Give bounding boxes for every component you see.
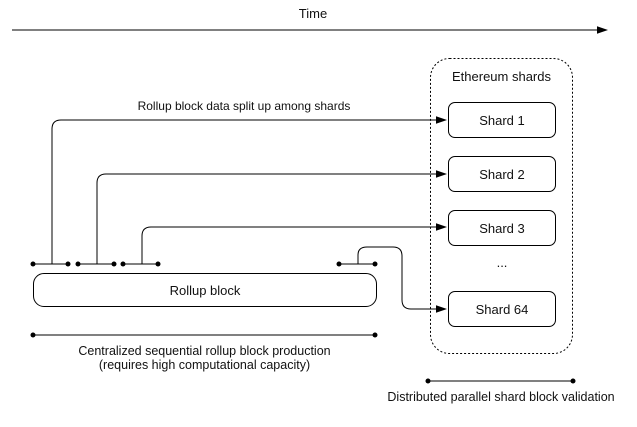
segment-dot xyxy=(155,261,161,267)
shard-1-label: Shard 1 xyxy=(479,112,525,128)
span-endpoint-dot xyxy=(30,332,36,338)
ethereum-shards-title: Ethereum shards xyxy=(452,69,551,84)
segment-dot xyxy=(120,261,126,267)
centralized-production-caption: Centralized sequential rollup block prod… xyxy=(33,344,376,372)
shards-ellipsis: ... xyxy=(496,255,508,270)
segment-dot xyxy=(336,261,342,267)
centralized-production-caption-line2: (requires high computational capacity) xyxy=(98,358,311,372)
shard-2-label: Shard 2 xyxy=(479,166,525,182)
segment-dot xyxy=(75,261,81,267)
connector-to-shard-64 xyxy=(357,246,436,310)
segment-dot xyxy=(30,261,36,267)
centralized-production-caption-line1: Centralized sequential rollup block prod… xyxy=(78,344,331,358)
annotation-split-among-shards: Rollup block data split up among shards xyxy=(137,99,351,113)
distributed-validation-caption: Distributed parallel shard block validat… xyxy=(387,390,615,404)
connector-to-shard-2 xyxy=(96,173,436,264)
shard-2-arrowhead-icon xyxy=(436,170,447,178)
shard-64-arrowhead-icon xyxy=(436,305,447,313)
connector-to-shard-3 xyxy=(141,226,436,264)
shard-2-box: Shard 2 xyxy=(448,156,556,192)
shard-3-box: Shard 3 xyxy=(448,210,556,246)
shard-1-arrowhead-icon xyxy=(436,116,447,124)
span-endpoint-dot xyxy=(570,378,576,384)
ethereum-shards-container-border xyxy=(430,58,573,354)
time-axis-label: Time xyxy=(298,6,328,21)
time-axis-arrowhead-icon xyxy=(597,26,608,34)
shard-64-box: Shard 64 xyxy=(448,291,556,327)
shard-3-label: Shard 3 xyxy=(479,220,525,236)
shard-64-label: Shard 64 xyxy=(475,301,529,317)
shard-1-box: Shard 1 xyxy=(448,102,556,138)
segment-dot xyxy=(372,261,378,267)
span-endpoint-dot xyxy=(372,332,378,338)
rollup-block-label: Rollup block xyxy=(169,282,241,298)
shard-3-arrowhead-icon xyxy=(436,223,447,231)
segment-dot xyxy=(65,261,71,267)
connector-to-shard-1 xyxy=(51,119,436,264)
span-endpoint-dot xyxy=(425,378,431,384)
rollup-block-box: Rollup block xyxy=(33,273,377,307)
segment-dot xyxy=(111,261,117,267)
